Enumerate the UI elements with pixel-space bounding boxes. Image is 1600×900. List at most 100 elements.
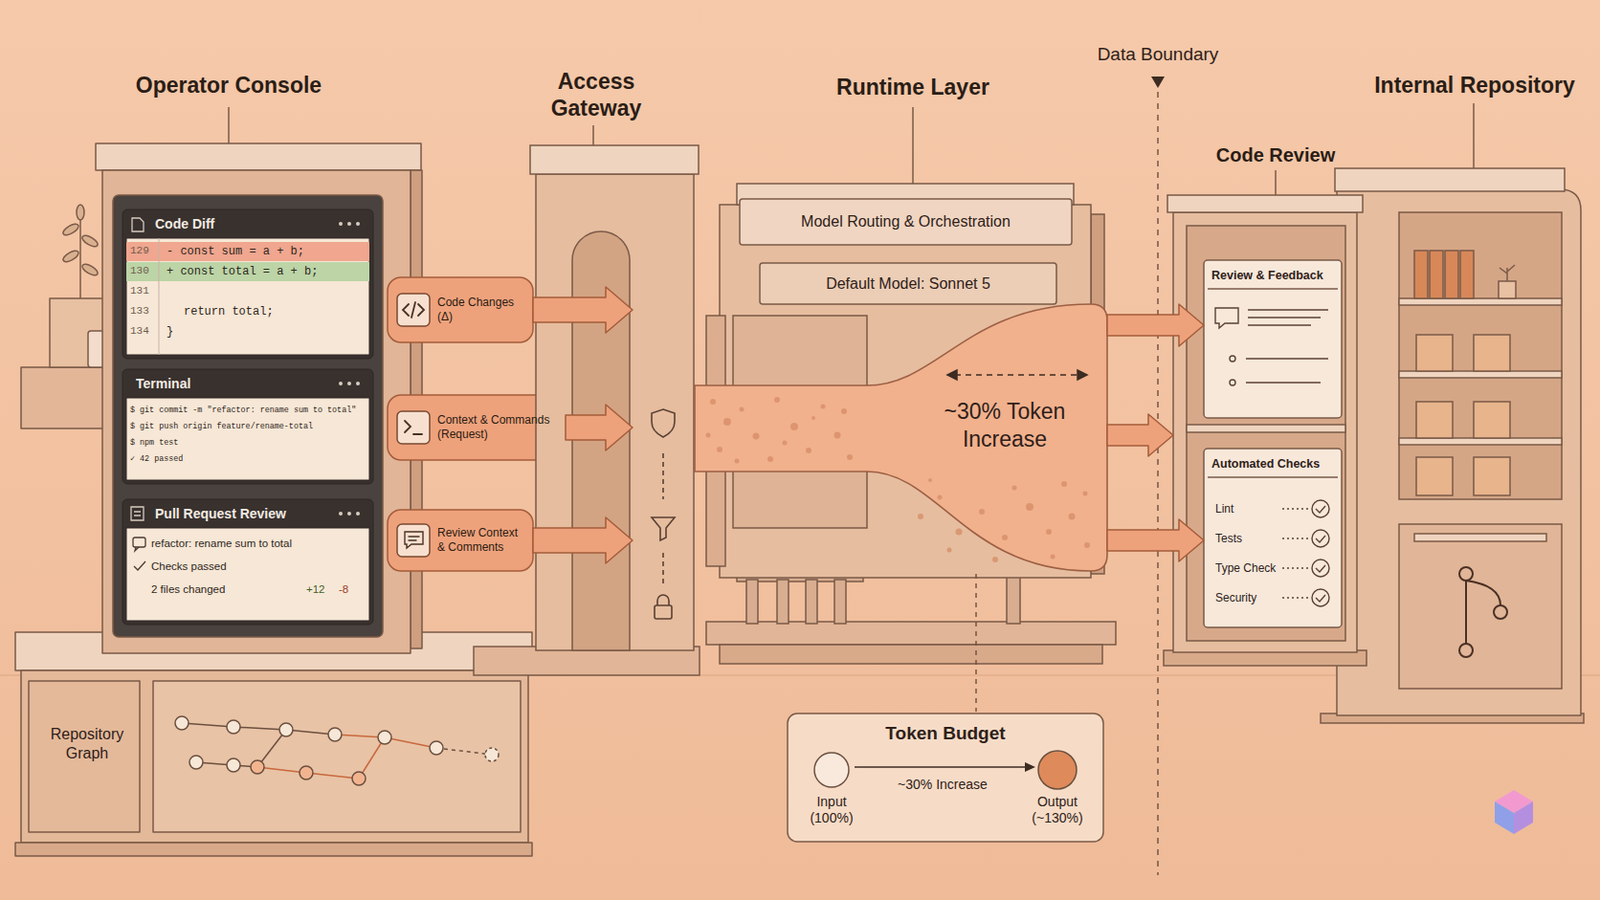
code-line: + const total = a + b; <box>166 265 363 279</box>
text-slot: Code Changes (Δ) <box>437 295 528 325</box>
budget-label: Input (100%) <box>795 794 868 827</box>
text-slot: 131 <box>130 285 161 298</box>
text-slot: $ git push origin feature/rename-total <box>130 422 366 432</box>
text-slot: -8 <box>338 583 364 598</box>
text-slot: - const sum = a + b; <box>166 244 363 259</box>
text-slot: Pull Request Review <box>155 506 347 523</box>
text-slot: Code Diff <box>155 216 299 233</box>
model-box: Default Model: Sonnet 5 <box>759 263 1057 305</box>
code-line: return total; <box>183 305 361 319</box>
box-title: Token Budget <box>787 723 1104 746</box>
panel-title: Code Diff <box>155 216 299 233</box>
terminal-line: ✓ 42 passed <box>130 454 366 465</box>
line-number: 130 <box>130 265 161 278</box>
request-arrow: Review Context & Comments <box>387 510 534 572</box>
routing-box: Model Routing & Orchestration <box>739 199 1072 245</box>
text-slot: 133 <box>130 305 161 318</box>
access-gateway: Access Gateway <box>632 181 694 651</box>
text-slot: Security <box>1215 591 1283 605</box>
flow-arrow <box>565 404 633 451</box>
request-arrow: Context & Commands (Request) <box>387 395 566 461</box>
text-slot: Internal Repository <box>1359 72 1590 100</box>
check-item: Security <box>1215 591 1283 605</box>
text-slot: Terminal <box>135 376 280 393</box>
arrow-label: Context & Commands (Request) <box>437 413 560 443</box>
repository-cabinet: Internal Repository <box>1368 168 1581 714</box>
text-slot: Type Check <box>1215 561 1283 576</box>
text-slot: ✓ 42 passed <box>130 454 366 465</box>
text-slot: Access Gateway <box>529 68 664 122</box>
stat-text: 2 files changed <box>151 583 295 598</box>
line-number: 129 <box>130 244 161 258</box>
text-slot: Token Budget <box>787 723 1104 746</box>
text-slot: Model Routing & Orchestration <box>739 212 1072 231</box>
text-slot: ~30% Token Increase <box>937 398 1072 454</box>
arrow-label: ~30% Increase <box>867 777 1018 794</box>
check-item: Lint <box>1215 502 1283 516</box>
token-budget-box: Token BudgetInput (100%)~30% IncreaseOut… <box>787 713 1104 843</box>
code-line: - const sum = a + b; <box>166 244 363 259</box>
arrow-label: Review Context & Comments <box>437 526 528 556</box>
diff-count: -8 <box>338 583 364 598</box>
terminal-line: $ git commit -m "refactor: rename sum to… <box>130 405 366 416</box>
terminal-line: $ npm test <box>130 438 366 448</box>
drawer-label: Repository Graph <box>34 725 140 764</box>
text-slot: 129 <box>130 244 161 258</box>
check-item: Tests <box>1215 532 1283 546</box>
budget-label: Output (~130%) <box>1017 794 1098 827</box>
token-funnel: ~30% Token Increase <box>694 304 1108 572</box>
text-slot: Context & Commands (Request) <box>437 413 560 443</box>
arrow-label: Code Changes (Δ) <box>437 295 528 325</box>
text-slot: Data Boundary <box>1062 44 1254 67</box>
text-slot: Output (~130%) <box>1017 794 1098 827</box>
text-slot: 134 <box>130 325 161 338</box>
status-text: Checks passed <box>151 560 295 575</box>
text-slot: Lint <box>1215 502 1283 516</box>
line-number: 133 <box>130 305 161 318</box>
section-heading: Runtime Layer <box>769 74 1057 102</box>
check-item: Type Check <box>1215 561 1283 576</box>
feedback-panel: Review & Feedback <box>1203 260 1342 419</box>
text-slot: $ npm test <box>130 438 366 448</box>
panel-title: Automated Checks <box>1211 457 1336 472</box>
text-slot: + const total = a + b; <box>166 265 363 279</box>
text-slot: Default Model: Sonnet 5 <box>759 274 1057 293</box>
text-slot: return total; <box>183 305 361 319</box>
code-review-shelf: Code ReviewReview & FeedbackAutomated Ch… <box>1173 203 1357 654</box>
text-slot: 130 <box>130 265 161 278</box>
text-slot: +12 <box>306 583 335 598</box>
flow-arrow <box>1107 304 1204 347</box>
panel-title: Terminal <box>135 376 280 393</box>
text-slot: } <box>166 325 263 339</box>
text-slot: Code Review <box>1160 143 1391 167</box>
console-frame: Operator ConsoleCode Diff129- const sum … <box>102 170 411 654</box>
pr-title: refactor: rename sum to total <box>151 537 343 552</box>
section-heading: Operator Console <box>66 72 392 100</box>
terminal-panel: Terminal $ git commit -m "refactor: renam… <box>122 369 374 485</box>
diff-count: +12 <box>306 583 335 598</box>
text-slot: 2 files changed <box>151 583 295 598</box>
text-slot: Operator Console <box>66 72 392 100</box>
text-slot: Tests <box>1215 532 1283 546</box>
text-slot: $ git commit -m "refactor: rename sum to… <box>130 405 366 416</box>
section-heading: Code Review <box>1160 143 1391 167</box>
flow-arrow <box>1107 519 1204 562</box>
terminal-line: $ git push origin feature/rename-total <box>130 422 366 432</box>
runtime-layer: Runtime LayerModel Routing & Orchestrati… <box>694 183 1111 634</box>
pull-request-panel: Pull Request Review refactor: rename sum … <box>122 499 374 625</box>
code-diff-panel: Code Diff 129 - const sum = a + b; 130 + con… <box>122 209 374 359</box>
line-number: 134 <box>130 325 161 338</box>
text-slot: ~30% Increase <box>867 777 1018 794</box>
text-slot: Checks passed <box>151 560 295 575</box>
boundary-label: Data Boundary <box>1062 44 1254 67</box>
box-label: Model Routing & Orchestration <box>739 212 1072 231</box>
text-slot: Review Context & Comments <box>437 526 528 556</box>
text-slot: Review & Feedback <box>1211 268 1336 284</box>
text-slot: refactor: rename sum to total <box>151 537 343 552</box>
panel-title: Review & Feedback <box>1211 268 1336 284</box>
panel-title: Pull Request Review <box>155 506 347 523</box>
text-slot: Runtime Layer <box>769 74 1057 102</box>
